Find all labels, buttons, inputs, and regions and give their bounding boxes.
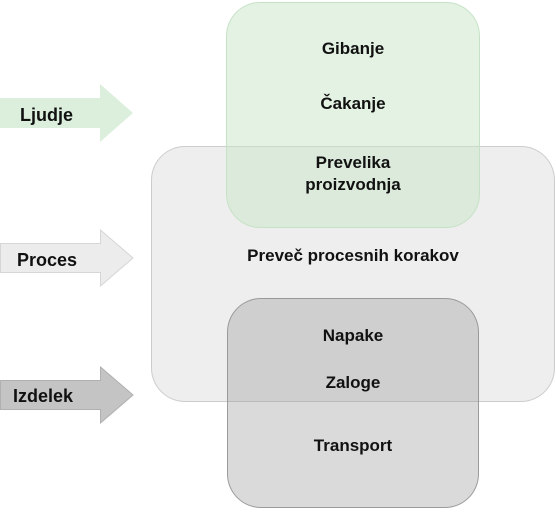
- waste-overproduction: Prevelika proizvodnja: [305, 153, 401, 194]
- product-box: [227, 298, 479, 508]
- people-arrow: [0, 84, 134, 142]
- waste-waiting: Čakanje: [320, 94, 386, 113]
- process-arrow-label: Proces: [17, 250, 78, 270]
- waste-inventory: Zaloge: [325, 373, 381, 392]
- people-arrow-label: Ljudje: [20, 105, 73, 125]
- waste-transport: Transport: [313, 436, 393, 455]
- waste-defects: Napake: [322, 326, 384, 345]
- product-arrow: [0, 366, 134, 424]
- process-arrow: [0, 229, 134, 287]
- product-arrow-label: Izdelek: [13, 386, 74, 406]
- waste-motion: Gibanje: [321, 39, 385, 58]
- people-box: [226, 2, 480, 228]
- waste-overprocessing: Preveč procesnih korakov: [247, 246, 459, 265]
